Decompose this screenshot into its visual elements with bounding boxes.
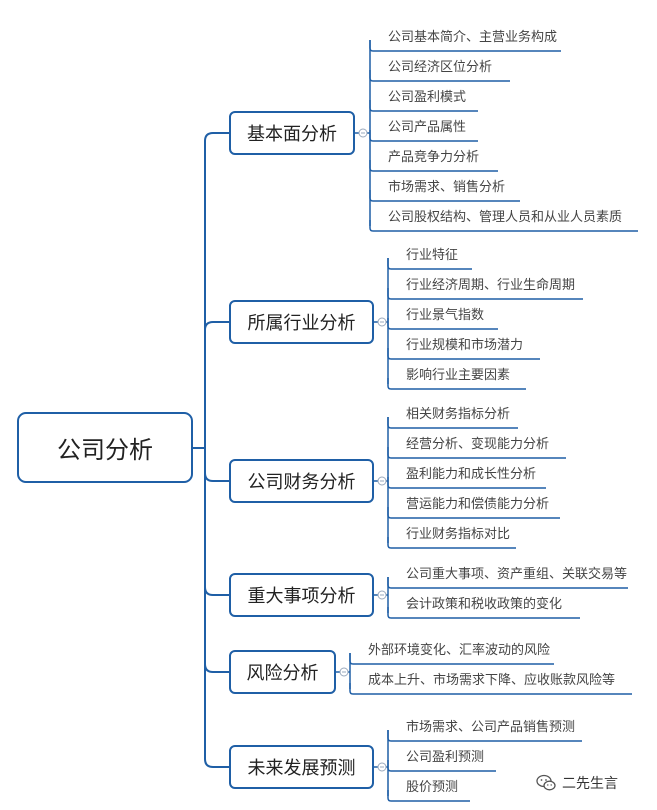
branch-node[interactable]: 公司财务分析 — [229, 459, 374, 503]
leaf-node[interactable]: 影响行业主要因素 — [406, 368, 511, 383]
leaf-node[interactable]: 公司重大事项、资产重组、关联交易等 — [406, 567, 628, 582]
branch-connector — [204, 321, 229, 448]
branch-node[interactable]: 重大事项分析 — [229, 573, 374, 617]
branch-label: 基本面分析 — [247, 124, 337, 145]
leaf-node[interactable]: 营运能力和偿债能力分析 — [406, 497, 550, 512]
branch-label: 重大事项分析 — [247, 586, 356, 607]
branch-node[interactable]: 未来发展预测 — [229, 745, 374, 789]
branch-node[interactable]: 基本面分析 — [229, 111, 355, 155]
leaf-node[interactable]: 行业景气指数 — [406, 308, 485, 323]
branch-connector — [204, 132, 229, 448]
leaf-node[interactable]: 公司盈利预测 — [406, 750, 485, 765]
leaf-underline — [349, 683, 632, 695]
branch-node[interactable]: 所属行业分析 — [229, 300, 374, 344]
leaf-underline — [387, 447, 566, 459]
branch-connector — [204, 448, 229, 596]
leaf-underline — [387, 348, 540, 360]
leaf-underline — [387, 477, 546, 489]
leaf-underline — [387, 607, 580, 619]
branch-label: 公司财务分析 — [247, 472, 356, 493]
leaf-node[interactable]: 会计政策和税收政策的变化 — [406, 597, 563, 612]
leaf-node[interactable]: 公司产品属性 — [388, 120, 467, 135]
branch-node[interactable]: 风险分析 — [229, 650, 336, 694]
leaf-underline — [369, 100, 478, 112]
leaf-underline — [387, 288, 583, 300]
leaf-node[interactable]: 盈利能力和成长性分析 — [406, 467, 537, 482]
root-label: 公司分析 — [57, 436, 153, 464]
leaf-underline — [387, 790, 470, 802]
branch-label: 未来发展预测 — [247, 758, 356, 779]
leaf-node[interactable]: 公司经济区位分析 — [388, 60, 493, 75]
leaf-underline — [369, 40, 561, 52]
branch-label: 风险分析 — [246, 663, 319, 684]
leaf-node[interactable]: 公司基本简介、主营业务构成 — [388, 30, 558, 45]
leaf-underline — [349, 653, 554, 665]
leaf-node[interactable]: 市场需求、公司产品销售预测 — [406, 720, 576, 735]
branch-connector — [204, 448, 229, 768]
branch-label: 所属行业分析 — [247, 313, 356, 334]
leaf-node[interactable]: 公司盈利模式 — [388, 90, 467, 105]
leaf-node[interactable]: 行业财务指标对比 — [406, 527, 511, 542]
leaf-underline — [369, 130, 478, 142]
leaf-node[interactable]: 经营分析、变现能力分析 — [406, 437, 550, 452]
leaf-node[interactable]: 市场需求、销售分析 — [388, 180, 506, 195]
leaf-node[interactable]: 公司股权结构、管理人员和从业人员素质 — [388, 210, 623, 225]
leaf-underline — [369, 190, 520, 202]
leaf-underline — [387, 507, 560, 519]
root-node[interactable]: 公司分析 — [17, 412, 193, 483]
leaf-underline — [369, 160, 498, 172]
leaf-node[interactable]: 股价预测 — [406, 780, 459, 795]
leaf-underline — [387, 378, 526, 390]
leaf-node[interactable]: 相关财务指标分析 — [406, 407, 511, 422]
leaf-underline — [387, 258, 472, 270]
watermark-text: 二先生言 — [562, 776, 618, 792]
leaf-underline — [387, 318, 498, 330]
leaf-underline — [387, 537, 516, 549]
leaf-underline — [369, 70, 510, 82]
leaf-underline — [387, 730, 582, 742]
watermark: 二先生言 — [536, 772, 618, 794]
wechat-icon — [536, 774, 556, 791]
leaf-underline — [369, 220, 638, 232]
leaf-node[interactable]: 行业经济周期、行业生命周期 — [406, 278, 576, 293]
leaf-node[interactable]: 产品竞争力分析 — [388, 150, 480, 165]
leaf-underline — [387, 577, 628, 589]
leaf-node[interactable]: 成本上升、市场需求下降、应收账款风险等 — [368, 673, 616, 688]
leaf-underline — [387, 417, 518, 429]
leaf-node[interactable]: 外部环境变化、汇率波动的风险 — [368, 643, 551, 658]
leaf-underline — [387, 760, 496, 772]
leaf-node[interactable]: 行业特征 — [406, 248, 459, 263]
branch-connector — [204, 448, 229, 482]
leaf-node[interactable]: 行业规模和市场潜力 — [406, 338, 524, 353]
